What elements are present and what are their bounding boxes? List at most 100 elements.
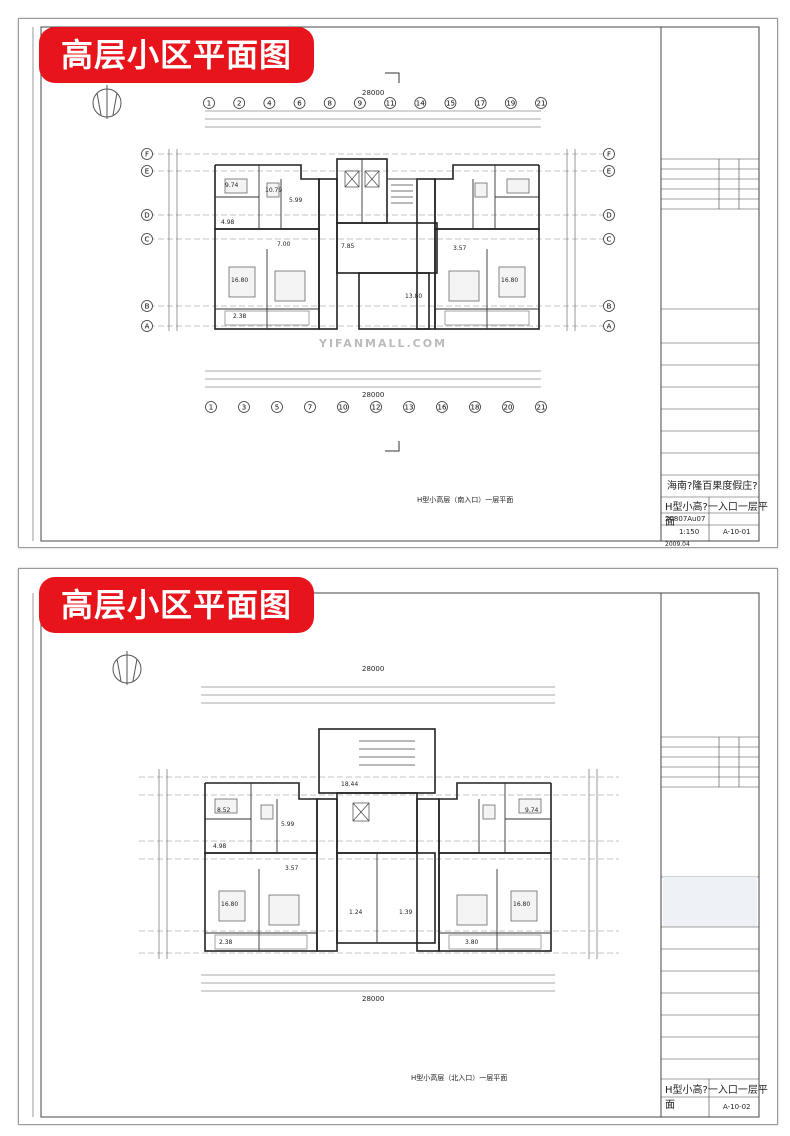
watermark: YIFANMALL.COM [319,337,448,350]
grid-axis-col-label: 3 [242,404,246,412]
grid-axis-col [354,97,366,109]
grid-axis-row-label: F [145,151,149,159]
room-area: 3.80 [465,939,479,946]
room-area: 1.39 [399,909,413,916]
total-dimension-top: 28000 [362,89,385,97]
drawing-title: H型小高?一入口一层平面 [665,502,768,528]
project-name: 海南?隆百果度假庄? [667,481,758,492]
grid-axis-row [141,165,153,177]
grid-axis-row [141,233,153,245]
room-area: 18.44 [341,781,359,788]
room-area: 10.79 [265,187,283,194]
grid-axis-row [141,148,153,160]
room-area: 5.99 [289,197,303,204]
total-dimension-top: 28000 [362,665,385,673]
date: 2009.04 [665,541,690,548]
grid-axis-col [504,97,517,109]
room-area: 5.99 [281,821,295,828]
room-area: 9.74 [225,182,239,189]
grid-axis-row-label: E [607,168,611,176]
grid-axis-row [141,320,153,332]
grid-axis-col-label: 21 [537,404,546,412]
grid-axis-row [603,320,615,332]
grid-axis-row [141,300,153,312]
grid-axis-col [205,401,217,413]
room-area: 3.57 [453,245,467,252]
grid-axis-col-label: 2 [237,100,241,108]
grid-axis-col [535,97,547,109]
title-block-2 [661,736,759,1117]
grid-axis-row-label: D [606,212,611,220]
grid-axis-col [502,401,514,413]
grid-axis-row [603,233,615,245]
grid-axis-col [304,401,316,413]
grid-axis-col-label: 21 [537,100,546,108]
floor-plan-drawing-2 [32,592,760,1118]
grid-axis-row-label: C [607,236,612,244]
grid-axis-col [233,97,246,109]
sheet-number: A-10-01 [723,528,751,536]
grid-axis-col [263,97,276,109]
drawing-sheet-2: 高层小区平面图 28000 28000 9.74 8.52 5.99 4.98 … [18,568,778,1125]
grid-axis-col-label: 8 [327,100,331,108]
room-area: 16.80 [513,901,531,908]
grid-axis-row-label: E [145,168,149,176]
north-arrow-icon [92,85,122,119]
page-badge-1: 高层小区平面图 [39,27,315,83]
room-area: 1.24 [349,909,363,916]
grid-axis-row [603,165,615,177]
grid-axis-col [323,97,336,109]
grid-axis-col-label: 10 [339,404,348,412]
total-dimension-bottom: 28000 [362,391,385,399]
grid-axis-col-label: 16 [438,404,447,412]
grid-axis-row-label: B [145,303,150,311]
room-area: 8.52 [217,807,231,814]
grid-axis-col-label: 11 [386,100,395,108]
grid-axis-col-label: 6 [297,100,302,108]
grid-axis-col [444,97,457,109]
grid-axis-row [603,209,615,221]
room-area: 16.80 [231,277,249,284]
grid-axis-row [603,300,615,312]
room-area: 2.38 [219,939,233,946]
page-badge-2: 高层小区平面图 [39,577,315,633]
grid-axis-col [203,97,215,109]
grid-axis-col-label: 17 [476,100,485,108]
grid-axis-row [603,148,615,160]
grid-axis-col-label: 14 [416,100,425,108]
room-area: 7.00 [277,241,291,248]
grid-axis-col-label: 1 [207,100,211,108]
title-block-1 [661,158,759,541]
grid-axis-col-label: 20 [504,404,513,412]
drawing-title: H型小高?一入口一层平面 [665,1085,768,1111]
sheet-number: A-10-02 [723,1103,751,1111]
room-area: 16.80 [501,277,519,284]
grid-axis-row-label: A [607,323,612,331]
room-area: 4.98 [213,843,227,850]
grid-axis-col-label: 5 [275,404,279,412]
room-area: 9.74 [525,807,539,814]
grid-axis-col-label: 1 [209,404,213,412]
drawing-caption-2: H型小高层（北入口）一层平面 [411,1074,508,1082]
grid-axis-row-label: A [145,323,150,331]
grid-axis-col [414,97,427,109]
grid-axis-row-label: B [607,303,612,311]
room-area: 7.85 [341,243,355,250]
room-area: 4.98 [221,219,235,226]
grid-axis-col [403,401,415,413]
north-arrow-icon [112,651,142,685]
grid-axis-row-label: C [145,236,150,244]
grid-axis-col [384,97,396,109]
room-area: 16.80 [221,901,239,908]
room-area: 2.38 [233,313,247,320]
grid-axis-col [535,401,547,413]
scale: 1:150 [679,528,700,536]
room-area: 3.57 [285,865,299,872]
grid-axis-row [141,209,153,221]
